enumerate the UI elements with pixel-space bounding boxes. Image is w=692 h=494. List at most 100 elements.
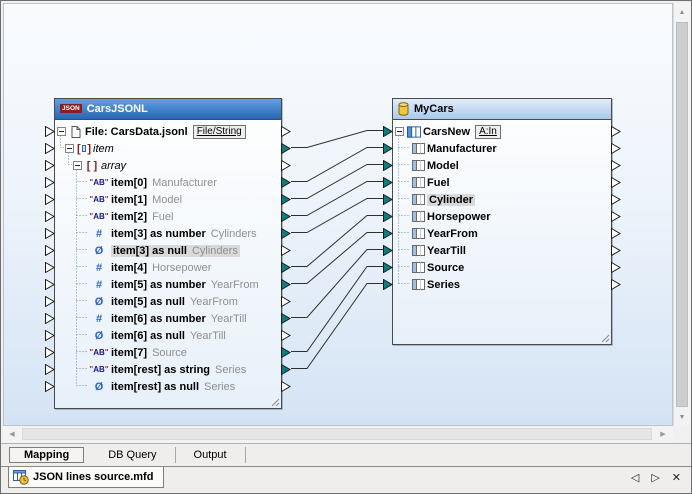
input-connector[interactable] [383, 210, 393, 223]
output-connector[interactable] [611, 159, 621, 172]
input-connector[interactable] [383, 278, 393, 291]
output-connector[interactable] [611, 193, 621, 206]
scroll-down-button[interactable]: ▼ [678, 413, 686, 421]
vertical-scrollbar-thumb[interactable] [676, 22, 688, 407]
tab-db-query[interactable]: DB Query [90, 447, 176, 463]
input-connector[interactable] [383, 159, 393, 172]
input-connector[interactable] [383, 125, 393, 138]
input-connector[interactable] [45, 193, 55, 206]
input-connector[interactable] [45, 210, 55, 223]
target-component-titlebar[interactable]: MyCars [393, 99, 611, 120]
output-connector[interactable] [611, 142, 621, 155]
target-row[interactable]: YearFrom [383, 225, 621, 242]
close-document-icon[interactable]: ✕ [671, 472, 681, 484]
output-connector[interactable] [611, 176, 621, 189]
input-connector[interactable] [45, 227, 55, 240]
input-connector[interactable] [45, 363, 55, 376]
expand-toggle[interactable] [65, 144, 74, 153]
input-connector[interactable] [45, 329, 55, 342]
source-row[interactable]: "AB"item[1]Model [45, 191, 291, 208]
expand-toggle[interactable] [395, 127, 404, 136]
input-connector[interactable] [45, 159, 55, 172]
target-row[interactable]: Model [383, 157, 621, 174]
output-connector[interactable] [281, 227, 291, 240]
target-row[interactable]: Fuel [383, 174, 621, 191]
target-row[interactable]: YearTill [383, 242, 621, 259]
input-connector[interactable] [383, 227, 393, 240]
input-connector[interactable] [45, 380, 55, 393]
input-connector[interactable] [383, 142, 393, 155]
target-row[interactable]: Horsepower [383, 208, 621, 225]
output-connector[interactable] [281, 278, 291, 291]
horizontal-scrollbar-thumb[interactable] [22, 428, 652, 440]
input-connector[interactable] [383, 176, 393, 189]
output-connector[interactable] [281, 193, 291, 206]
source-row[interactable]: [ ]array [45, 157, 291, 174]
file-string-button[interactable]: File/String [192, 124, 246, 139]
target-row[interactable]: Cylinder [383, 191, 621, 208]
input-connector[interactable] [45, 295, 55, 308]
prev-document-icon[interactable]: ◁ [630, 472, 640, 484]
input-connector[interactable] [45, 261, 55, 274]
input-connector[interactable] [383, 244, 393, 257]
output-connector[interactable] [281, 363, 291, 376]
output-connector[interactable] [281, 125, 291, 138]
tab-mapping[interactable]: Mapping [9, 447, 85, 463]
tab-output[interactable]: Output [176, 447, 246, 463]
source-row[interactable]: #item[4]Horsepower [45, 259, 291, 276]
vertical-scrollbar[interactable]: ▲ ▼ [673, 3, 690, 426]
table-action-button[interactable]: A:In [475, 124, 501, 139]
output-connector[interactable] [281, 329, 291, 342]
input-connector[interactable] [45, 312, 55, 325]
target-row[interactable]: Manufacturer [383, 140, 621, 157]
output-connector[interactable] [611, 261, 621, 274]
scroll-left-button[interactable]: ◀ [9, 431, 15, 438]
output-connector[interactable] [281, 380, 291, 393]
input-connector[interactable] [45, 244, 55, 257]
input-connector[interactable] [45, 125, 55, 138]
source-row[interactable]: "AB"item[7]Source [45, 344, 291, 361]
input-connector[interactable] [45, 278, 55, 291]
target-row[interactable]: Series [383, 276, 621, 293]
output-connector[interactable] [611, 125, 621, 138]
source-row[interactable]: "AB"item[0]Manufacturer [45, 174, 291, 191]
input-connector[interactable] [45, 346, 55, 359]
output-connector[interactable] [281, 142, 291, 155]
input-connector[interactable] [383, 193, 393, 206]
expand-toggle[interactable] [73, 161, 82, 170]
output-connector[interactable] [281, 176, 291, 189]
output-connector[interactable] [281, 346, 291, 359]
resize-grip-icon[interactable] [271, 398, 280, 407]
output-connector[interactable] [281, 244, 291, 257]
target-row[interactable]: Source [383, 259, 621, 276]
output-connector[interactable] [611, 227, 621, 240]
scroll-right-button[interactable]: ▶ [660, 431, 666, 438]
next-document-icon[interactable]: ▷ [651, 472, 660, 484]
expand-toggle[interactable] [57, 127, 66, 136]
horizontal-scrollbar[interactable]: ◀ ▶ [3, 426, 673, 443]
source-row[interactable]: "AB"item[2]Fuel [45, 208, 291, 225]
output-connector[interactable] [281, 295, 291, 308]
input-connector[interactable] [45, 176, 55, 189]
output-connector[interactable] [611, 210, 621, 223]
source-row[interactable]: []item [45, 140, 291, 157]
document-tab[interactable]: JSON lines source.mfd [8, 467, 165, 488]
source-component-titlebar[interactable]: JSON CarsJSONL [55, 99, 281, 120]
scroll-up-button[interactable]: ▲ [678, 8, 686, 16]
output-connector[interactable] [281, 159, 291, 172]
output-connector[interactable] [281, 312, 291, 325]
input-connector[interactable] [45, 142, 55, 155]
resize-grip-icon[interactable] [601, 334, 610, 343]
